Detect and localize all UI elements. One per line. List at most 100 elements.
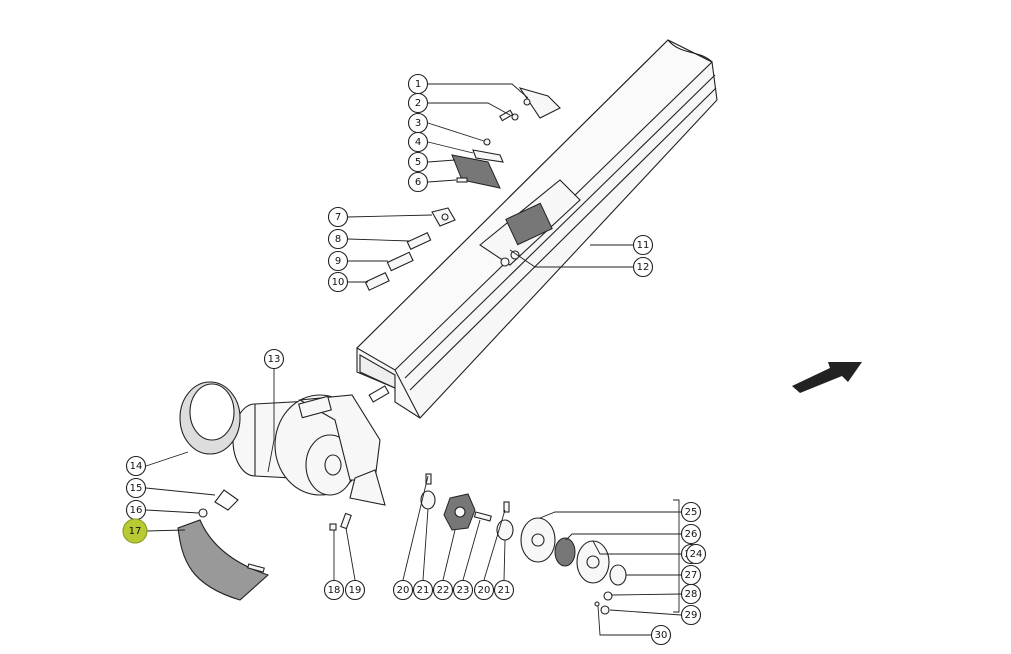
- callout-number: 11: [637, 240, 650, 251]
- callout-circle: [632, 256, 654, 278]
- callout-15: 15: [125, 477, 147, 499]
- callout-circle: [263, 348, 285, 370]
- callout-7: 7: [327, 206, 349, 228]
- callout-16: 16: [125, 499, 147, 521]
- callout-number: 6: [415, 177, 421, 188]
- callout-25a: 25: [680, 501, 702, 523]
- callout-number: 18: [328, 585, 341, 596]
- bolts-18-19: [329, 512, 352, 531]
- callout-9: 9: [327, 250, 349, 272]
- callout-number: 3: [415, 118, 421, 129]
- callout-number: 17: [129, 526, 142, 537]
- callout-circle: [327, 228, 349, 250]
- callout-number: 13: [268, 354, 281, 365]
- callout-circle: [323, 579, 345, 601]
- callout-27: 27: [680, 564, 702, 586]
- callout-20a: 20: [392, 579, 414, 601]
- callout-number: 24: [690, 549, 703, 560]
- callout-number: 7: [335, 212, 341, 223]
- callout-number: 26: [685, 529, 698, 540]
- upper-parts-group: [451, 87, 561, 189]
- shaft-parts: [420, 473, 514, 541]
- callout-circle: [632, 234, 654, 256]
- callout-18: 18: [323, 579, 345, 601]
- callout-number: 21: [498, 585, 511, 596]
- callout-number: 1: [415, 79, 421, 90]
- callout-22: 22: [432, 579, 454, 601]
- callout-circle: [407, 92, 429, 114]
- callout-number: 20: [478, 585, 491, 596]
- callout-circle: [432, 579, 454, 601]
- callout-circle: [680, 583, 702, 605]
- callout-13: 13: [263, 348, 285, 370]
- callout-circle: [452, 579, 474, 601]
- callout-11: 11: [632, 234, 654, 256]
- fan-housing: [232, 394, 386, 506]
- callout-circle: [392, 579, 414, 601]
- callout-circle: [407, 151, 429, 173]
- callout-circle: [327, 206, 349, 228]
- callout-circle: [407, 131, 429, 153]
- callout-number: 10: [332, 277, 345, 288]
- callout-circle: [473, 579, 495, 601]
- callout-21a: 21: [412, 579, 434, 601]
- callout-number: 29: [685, 610, 698, 621]
- callout-number: 15: [130, 483, 143, 494]
- inner-plate-cutaway: [479, 179, 581, 267]
- callout-12: 12: [632, 256, 654, 278]
- callout-circle: [493, 579, 515, 601]
- callout-circle: [680, 501, 702, 523]
- callout-6: 6: [407, 171, 429, 193]
- callout-circle: [685, 543, 707, 565]
- callout-26: 26: [680, 523, 702, 545]
- callout-number: 14: [130, 461, 143, 472]
- callout-1: 1: [407, 73, 429, 95]
- callout-number: 25: [685, 507, 698, 518]
- callout-number: 28: [685, 589, 698, 600]
- callout-number: 27: [685, 570, 698, 581]
- direction-arrow-icon: [792, 362, 862, 393]
- callout-number: 30: [655, 630, 668, 641]
- callout-circle: [122, 518, 148, 544]
- callout-4: 4: [407, 131, 429, 153]
- callout-29: 29: [680, 604, 702, 626]
- callout-circle: [680, 523, 702, 545]
- callout-17: 17: [122, 518, 148, 544]
- callout-number: 9: [335, 256, 341, 267]
- callout-circle: [650, 624, 672, 646]
- callout-circle: [344, 579, 366, 601]
- callout-number: 23: [457, 585, 470, 596]
- link-parts-group: [364, 207, 456, 291]
- callout-circle: [125, 477, 147, 499]
- callout-circle: [327, 271, 349, 293]
- callout-28: 28: [680, 583, 702, 605]
- callout-circle: [680, 604, 702, 626]
- callout-number: 21: [417, 585, 430, 596]
- callout-number: 20: [397, 585, 410, 596]
- callout-number: 8: [335, 234, 341, 245]
- callout-20b: 20: [473, 579, 495, 601]
- callout-3: 3: [407, 112, 429, 134]
- callout-circle: [125, 455, 147, 477]
- cover-shell: [177, 519, 270, 601]
- band-ring: [179, 381, 241, 455]
- callout-2: 2: [407, 92, 429, 114]
- callout-21b: 21: [493, 579, 515, 601]
- callout-number: 22: [437, 585, 450, 596]
- callout-number: 4: [415, 137, 421, 148]
- callout-30: 30: [650, 624, 672, 646]
- callout-number: 2: [415, 98, 421, 109]
- callout-circle: [407, 171, 429, 193]
- callout-24: 24: [685, 543, 707, 565]
- leader-lines: [145, 83, 686, 636]
- callout-23: 23: [452, 579, 474, 601]
- callout-19: 19: [344, 579, 366, 601]
- callout-circle: [327, 250, 349, 272]
- bearing-parts: [520, 517, 627, 615]
- callout-14: 14: [125, 455, 147, 477]
- callout-circle: [412, 579, 434, 601]
- callout-number: 19: [349, 585, 362, 596]
